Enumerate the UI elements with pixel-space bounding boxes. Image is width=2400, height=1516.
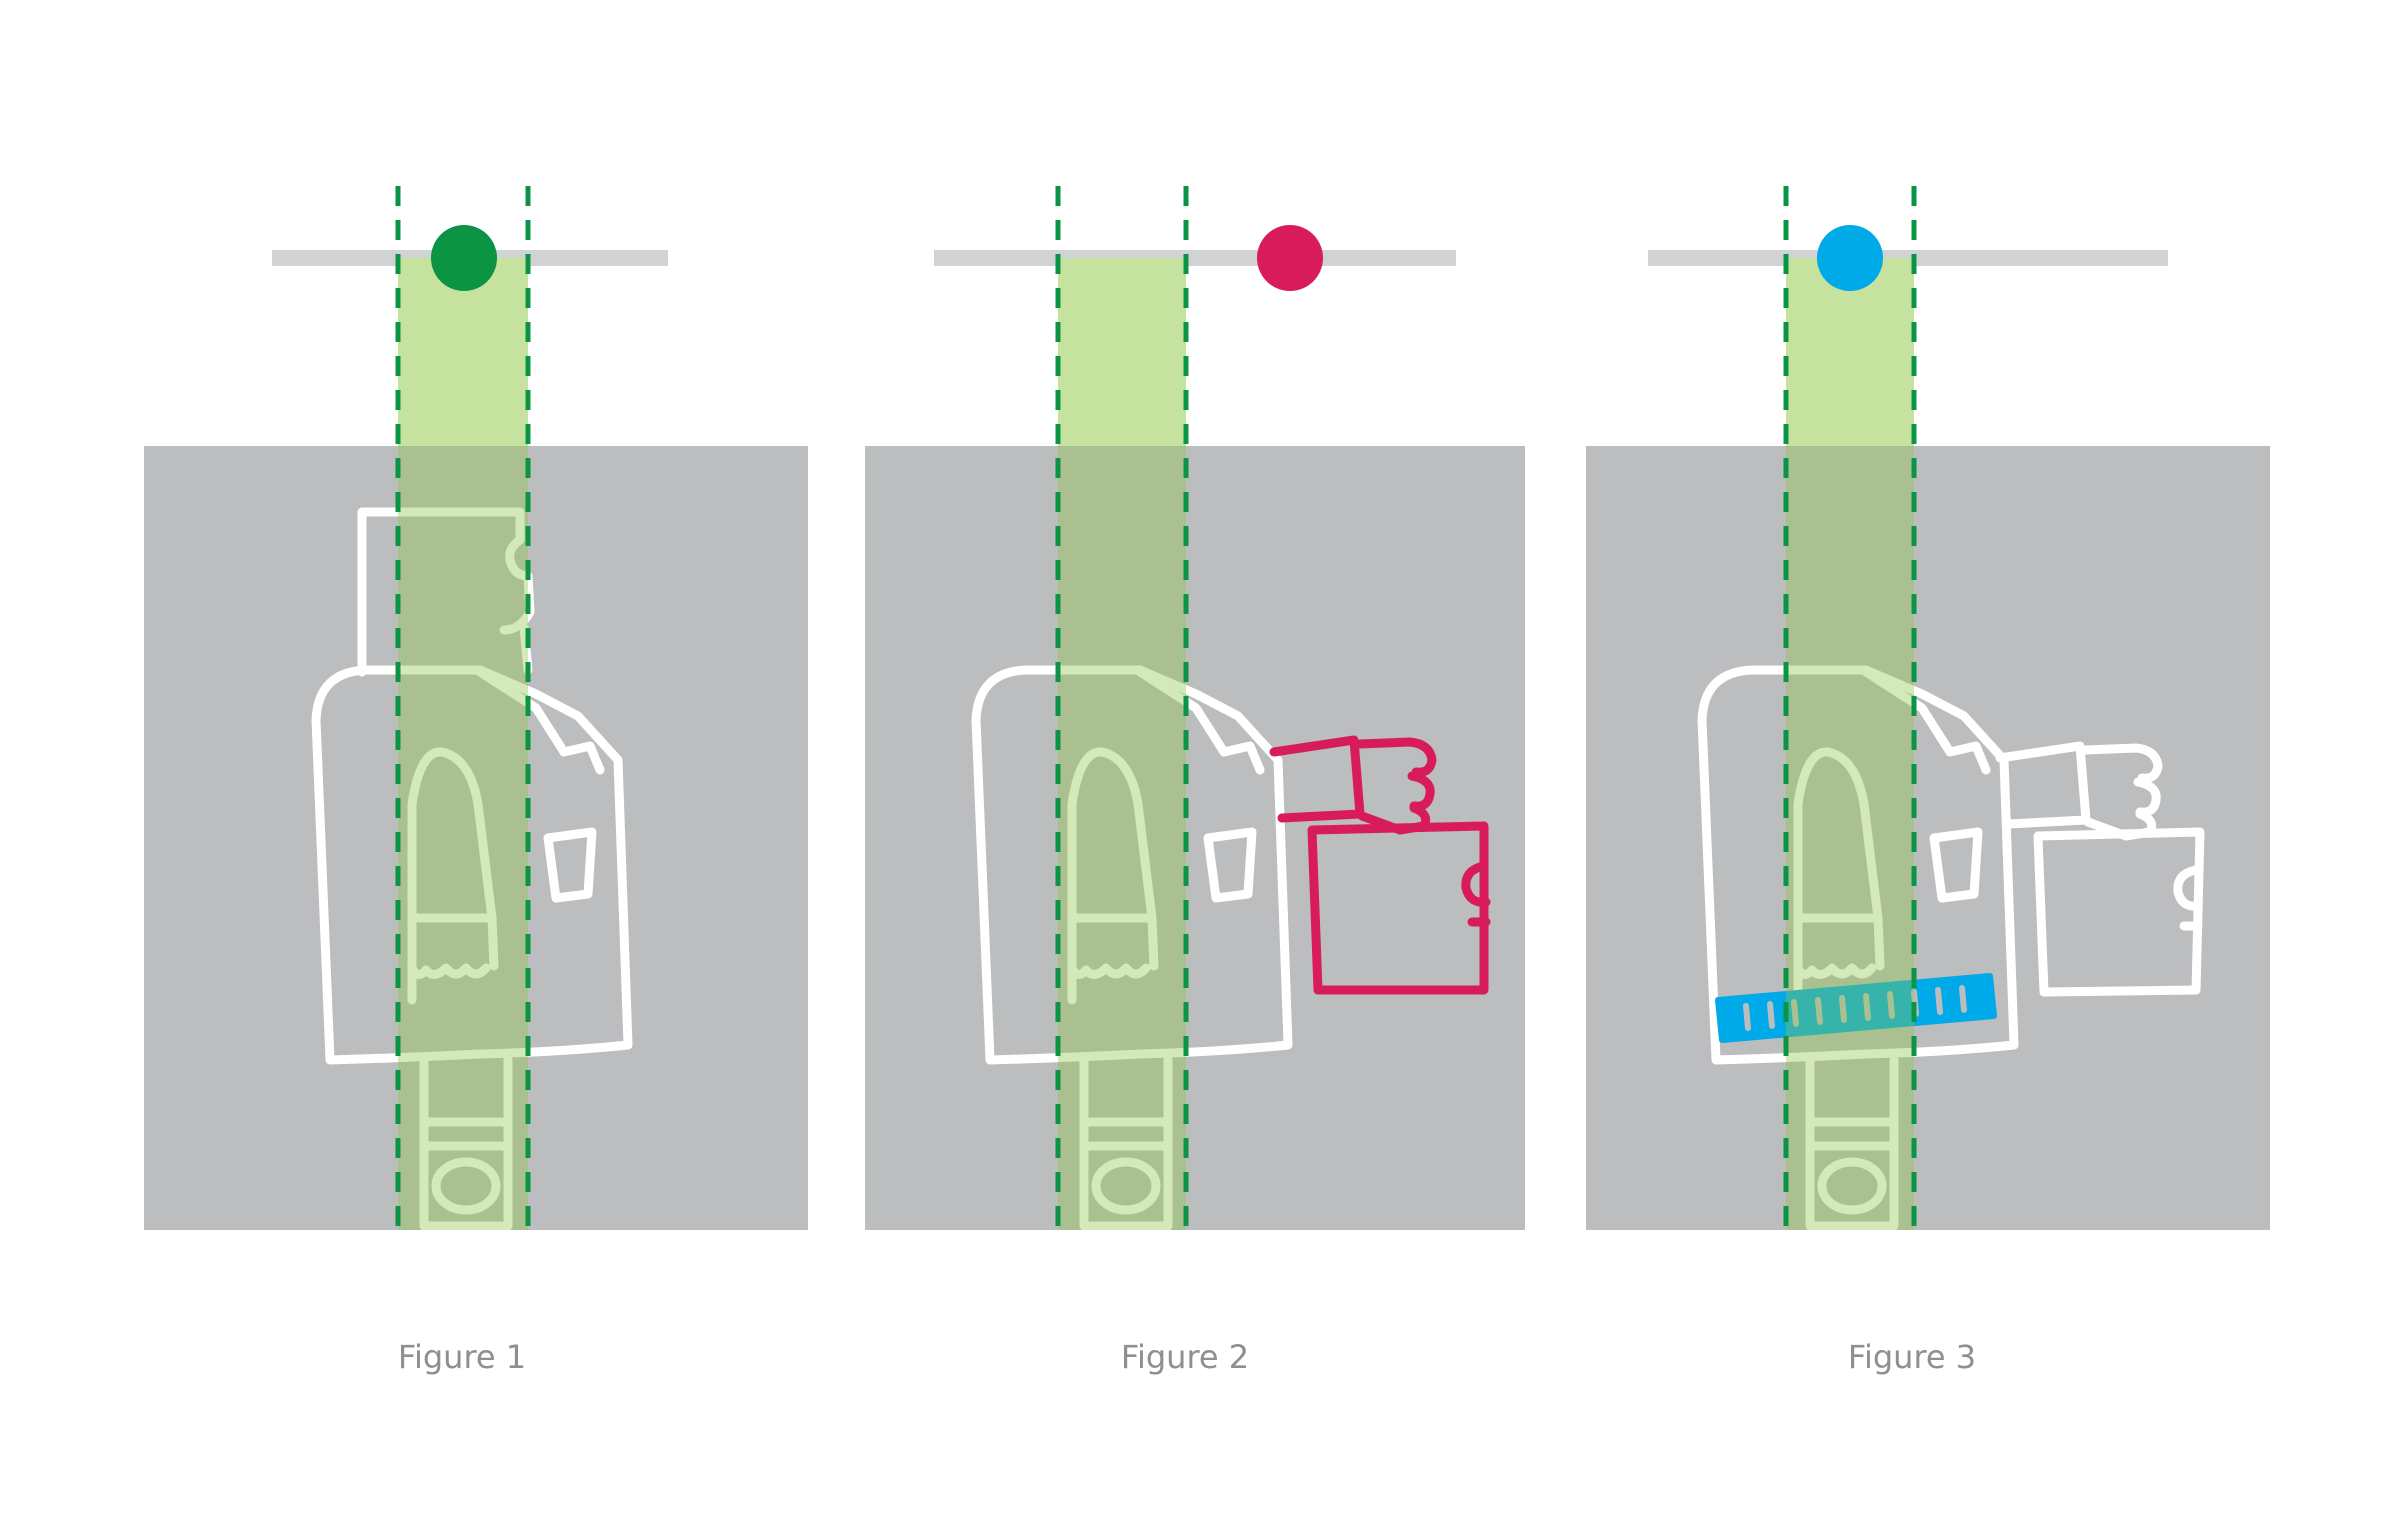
highlight-bar <box>1715 973 1997 1043</box>
status-dot <box>1817 225 1883 291</box>
figure-3-caption: Figure 3 <box>1847 1338 1977 1376</box>
beam-overlay <box>398 446 528 1230</box>
status-dot <box>1257 225 1323 291</box>
panel <box>865 446 1525 1230</box>
beam-overlay <box>1058 446 1186 1230</box>
extended-arm <box>1269 735 1491 995</box>
beam-light <box>1058 258 1186 446</box>
figure-1 <box>144 186 808 1230</box>
figure-2-caption: Figure 2 <box>1120 1338 1250 1376</box>
panel <box>144 446 808 1230</box>
beam-overlay <box>1786 446 1914 1230</box>
extended-arm <box>1995 741 2205 997</box>
figure-3 <box>1586 186 2270 1230</box>
status-dot <box>431 225 497 291</box>
panel <box>1586 446 2270 1230</box>
figure-2 <box>865 186 1525 1230</box>
figure-1-caption: Figure 1 <box>397 1338 527 1376</box>
